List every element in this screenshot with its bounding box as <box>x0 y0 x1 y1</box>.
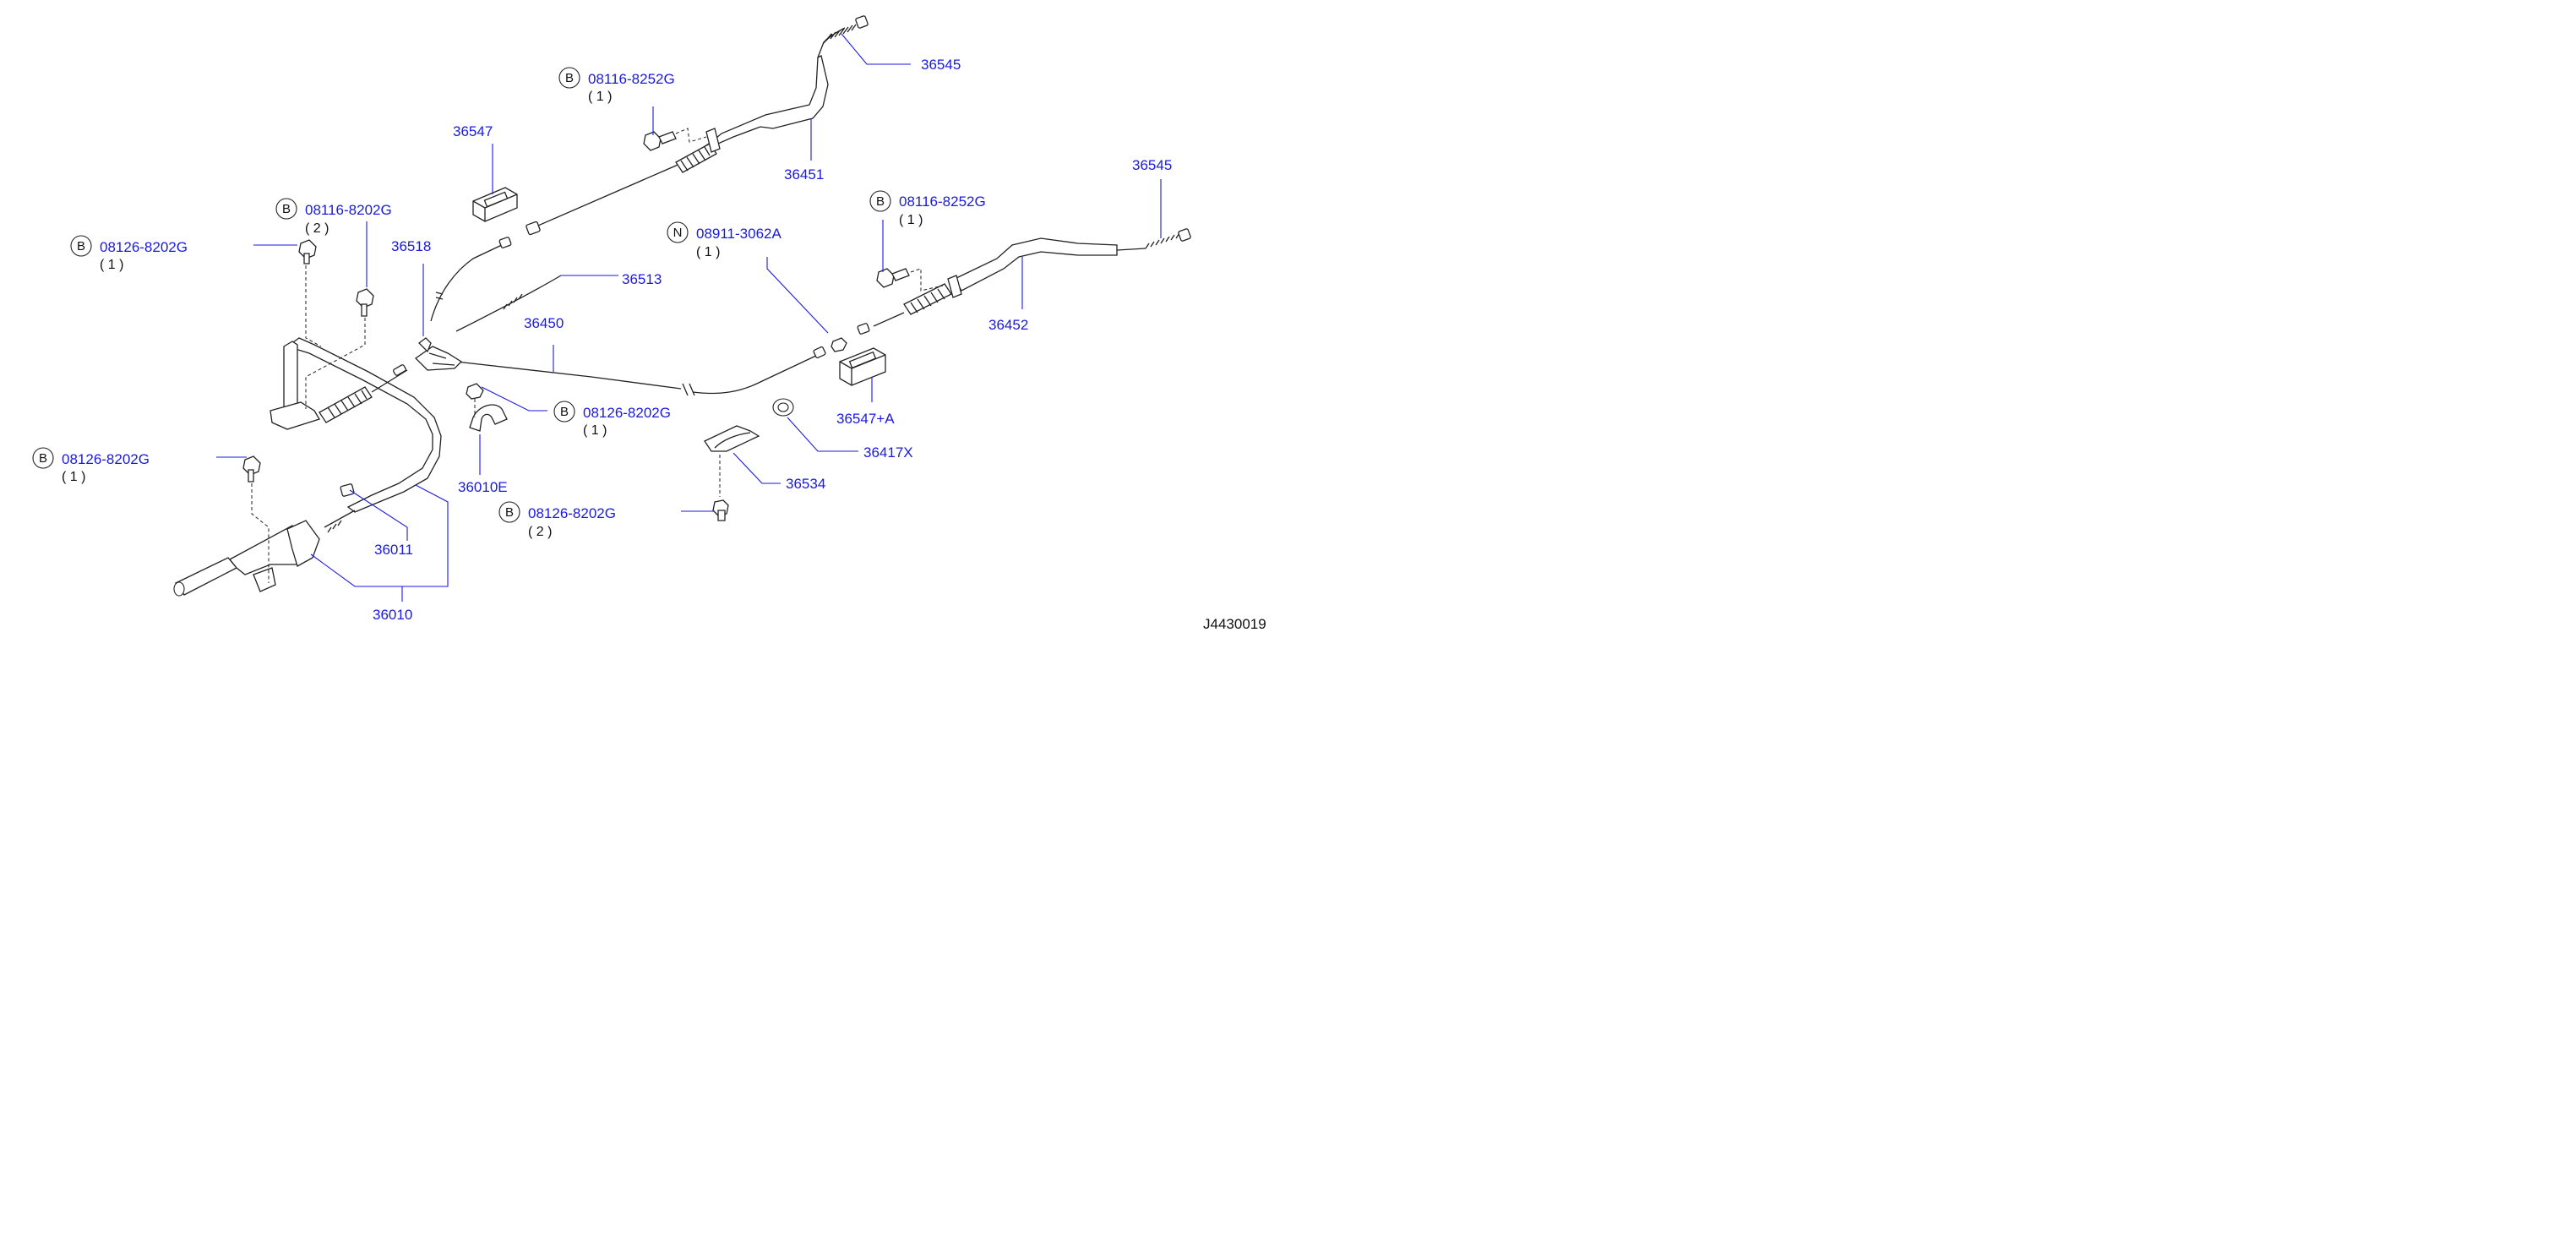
svg-text:08116-8252G: 08116-8252G <box>899 194 986 210</box>
bolt-08126-8202G-upper-left <box>298 239 322 347</box>
callout-36450: 36450 <box>524 315 564 331</box>
svg-text:08116-8252G: 08116-8252G <box>588 71 675 87</box>
callout-36534: 36534 <box>786 476 825 492</box>
front-cable-36450 <box>455 346 826 396</box>
callout-36010E: 36010E <box>458 479 508 495</box>
svg-text:36547: 36547 <box>453 123 493 139</box>
svg-text:36545: 36545 <box>921 57 961 73</box>
callout-36545-right: 36545 <box>1132 157 1172 173</box>
clamp-36010E <box>466 383 508 432</box>
bolt-08126-8202G-lower-left <box>242 455 270 583</box>
svg-text:36010: 36010 <box>373 607 412 623</box>
callout-08126-8202G-upper-left: B 08126-8202G ( 1 ) <box>70 235 188 272</box>
bolt-08116-8202G <box>305 288 374 409</box>
cable-spring-end <box>825 24 857 41</box>
callout-36547A: 36547+A <box>836 411 895 427</box>
cable-36513 <box>455 275 562 332</box>
callout-36451: 36451 <box>784 166 824 183</box>
svg-text:( 1 ): ( 1 ) <box>583 423 607 438</box>
callout-36545-top: 36545 <box>921 57 961 73</box>
svg-text:B: B <box>876 194 885 209</box>
svg-text:B: B <box>39 451 47 466</box>
svg-text:36450: 36450 <box>524 315 564 331</box>
callout-36417X: 36417X <box>863 444 913 461</box>
callout-36513: 36513 <box>622 271 662 287</box>
callout-08911-3062A: N 08911-3062A ( 1 ) <box>667 221 782 259</box>
svg-text:36417X: 36417X <box>863 444 913 461</box>
rear-cable-36451 <box>526 15 869 236</box>
svg-text:( 1 ): ( 1 ) <box>588 90 612 104</box>
bolt-08116-8252G-upper <box>643 128 707 151</box>
svg-text:08116-8202G: 08116-8202G <box>305 202 392 218</box>
svg-text:36518: 36518 <box>391 238 431 254</box>
clip-36547A <box>839 347 886 386</box>
svg-text:( 2 ): ( 2 ) <box>528 525 552 539</box>
svg-text:( 1 ): ( 1 ) <box>100 258 123 272</box>
callout-08116-8252G-upper: B 08116-8252G ( 1 ) <box>558 67 675 104</box>
svg-text:( 1 ): ( 1 ) <box>62 470 85 484</box>
equalizer-36518 <box>414 237 512 371</box>
callout-08116-8252G-right: B 08116-8252G ( 1 ) <box>869 190 986 227</box>
callout-36452: 36452 <box>988 317 1028 333</box>
grommet-36417X <box>772 398 794 417</box>
cable-boot-36451 <box>675 143 717 173</box>
leader-lines <box>216 33 1162 602</box>
svg-text:36451: 36451 <box>784 166 824 183</box>
svg-text:B: B <box>565 71 574 85</box>
callout-08126-8202G-bottom: B 08126-8202G ( 2 ) <box>498 501 616 539</box>
callout-08116-8202G: B 08116-8202G ( 2 ) <box>275 198 392 236</box>
svg-text:N: N <box>673 226 683 240</box>
svg-text:08126-8202G: 08126-8202G <box>583 405 671 421</box>
svg-text:36011: 36011 <box>374 542 413 558</box>
lever-boot <box>319 386 373 423</box>
callout-08126-8202G-lower-left: B 08126-8202G ( 1 ) <box>32 447 150 484</box>
callout-36518: 36518 <box>391 238 431 254</box>
svg-text:36534: 36534 <box>786 476 825 492</box>
parking-brake-parts-diagram: 36545 B 08116-8252G ( 1 ) 36547 36451 36… <box>32 15 1266 632</box>
svg-text:B: B <box>77 239 85 254</box>
svg-text:B: B <box>282 202 291 216</box>
nut-08911-3062A <box>831 337 847 352</box>
svg-text:08126-8202G: 08126-8202G <box>528 505 616 521</box>
rear-cable-36452 <box>857 228 1191 335</box>
parking-brake-lever-36010 <box>173 337 442 597</box>
callout-36011: 36011 <box>374 542 413 558</box>
svg-text:( 2 ): ( 2 ) <box>305 221 329 236</box>
svg-text:08126-8202G: 08126-8202G <box>62 451 150 467</box>
svg-text:( 1 ): ( 1 ) <box>696 245 720 259</box>
svg-text:( 1 ): ( 1 ) <box>899 213 923 227</box>
svg-text:B: B <box>505 505 514 520</box>
callout-08126-8202G-center: B 08126-8202G ( 1 ) <box>553 401 671 438</box>
svg-text:08126-8202G: 08126-8202G <box>100 239 188 255</box>
callout-36010: 36010 <box>373 607 412 623</box>
svg-text:36545: 36545 <box>1132 157 1172 173</box>
cable-boot-36452 <box>903 283 952 315</box>
clip-36547 <box>472 187 518 222</box>
callout-36547: 36547 <box>453 123 493 139</box>
svg-text:36452: 36452 <box>988 317 1028 333</box>
svg-text:36010E: 36010E <box>458 479 508 495</box>
svg-text:36547+A: 36547+A <box>836 411 895 427</box>
bracket-36534 <box>704 425 760 521</box>
svg-text:36513: 36513 <box>622 271 662 287</box>
svg-text:B: B <box>560 405 569 419</box>
svg-text:08911-3062A: 08911-3062A <box>696 226 782 242</box>
diagram-code: J4430019 <box>1203 616 1266 632</box>
